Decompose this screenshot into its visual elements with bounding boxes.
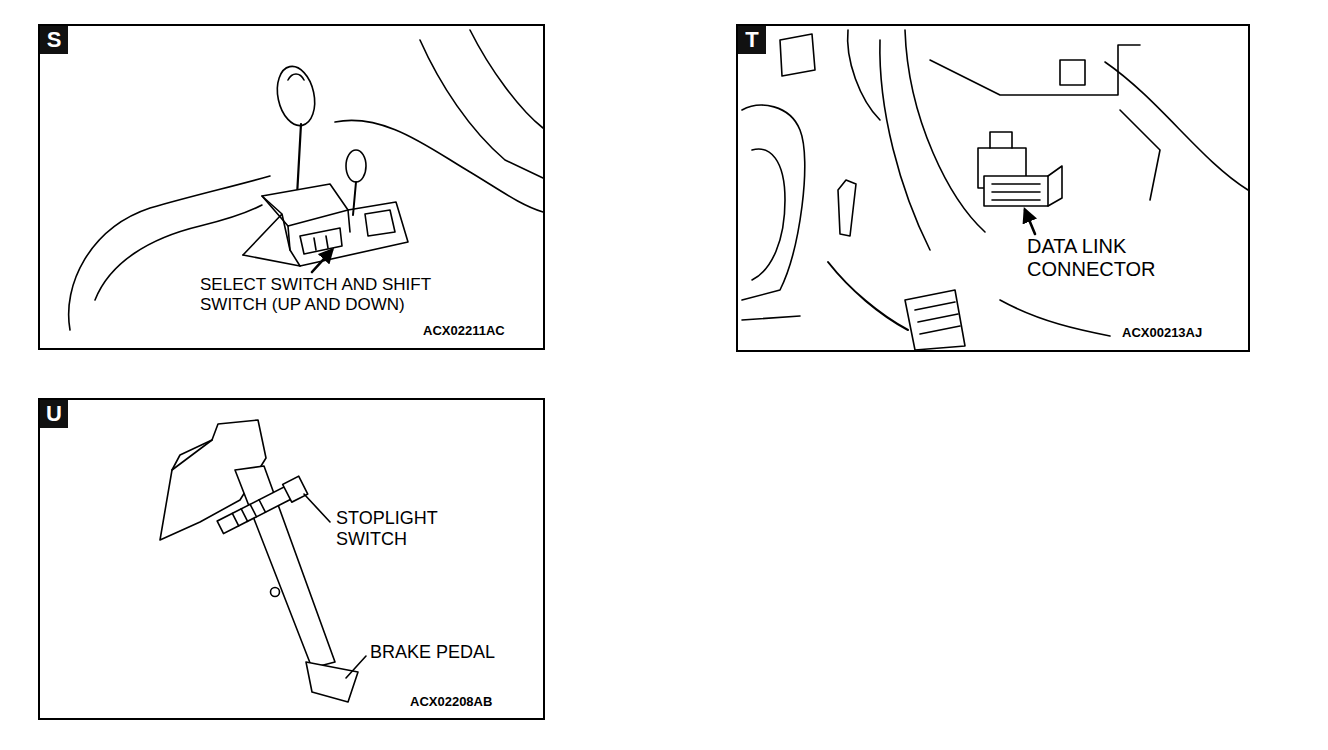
part-label: DATA LINK CONNECTOR	[1027, 235, 1202, 281]
brake-pedal-illustration	[160, 420, 366, 702]
shift-lever-illustration	[69, 30, 543, 330]
leader-line	[346, 656, 366, 678]
part-label: SELECT SWITCH AND SHIFT SWITCH (UP AND D…	[200, 275, 450, 314]
part-label: STOPLIGHT SWITCH	[336, 508, 476, 549]
panel-letter-text: S	[40, 26, 68, 54]
figure-panel: SELECT SWITCH AND SHIFT SWITCH (UP AND D…	[38, 24, 545, 350]
figure-code: ACX02211AC	[423, 324, 505, 339]
part-label: BRAKE PEDAL	[370, 642, 495, 663]
figure-code: ACX00213AJ	[1122, 326, 1202, 341]
panel-letter: U	[40, 400, 68, 428]
figure-panel: DATA LINK CONNECTOR ACX00213AJ T	[736, 24, 1250, 352]
panel-letter-text: T	[738, 26, 766, 54]
leader-line	[304, 494, 330, 522]
panel-letter-text: U	[40, 400, 68, 428]
panel-letter: S	[40, 26, 68, 54]
figure-panel: STOPLIGHT SWITCH BRAKE PEDAL ACX02208AB U	[38, 398, 545, 720]
figure-code: ACX02208AB	[410, 695, 492, 710]
panel-letter: T	[738, 26, 766, 54]
footwell-illustration	[742, 30, 1248, 350]
pointer-arrow	[1025, 210, 1035, 234]
pointer-arrow	[312, 250, 332, 272]
